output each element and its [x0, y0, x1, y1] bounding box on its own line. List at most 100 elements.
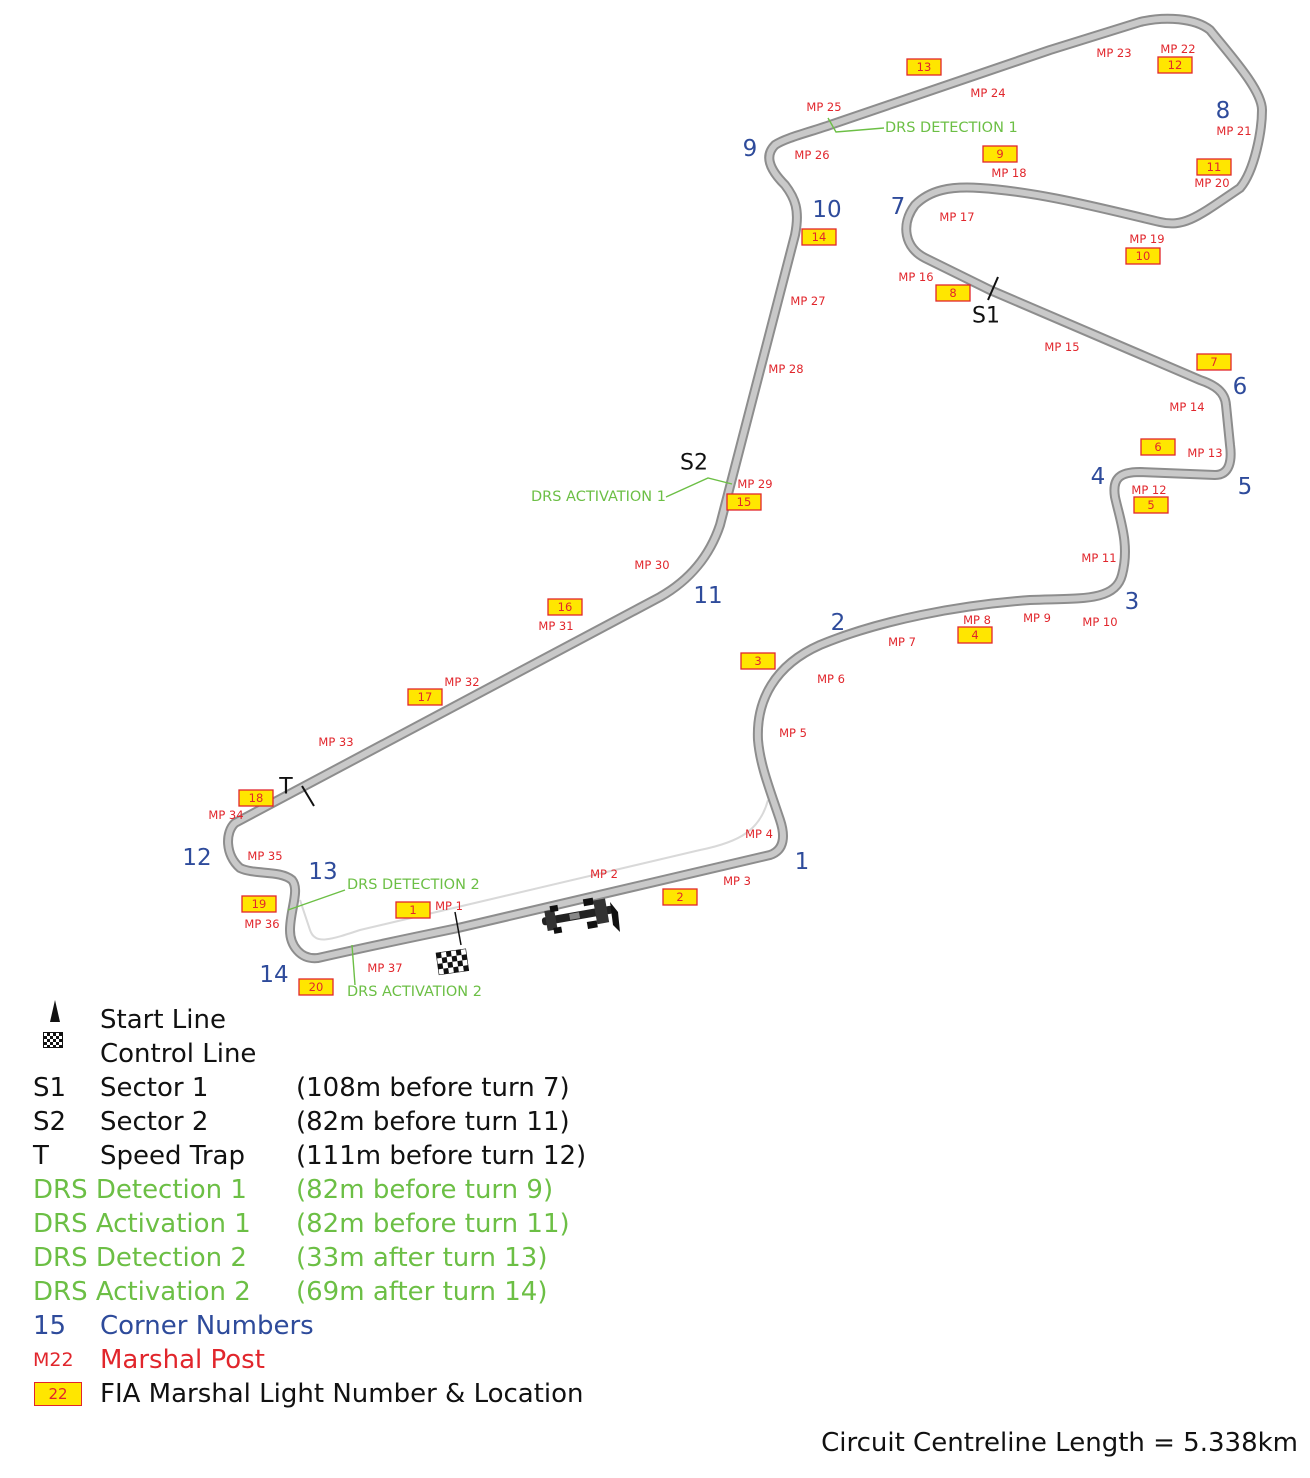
legend-row: T Speed Trap (111m before turn 12) [0, 1140, 1310, 1172]
marshal-light-number: 20 [309, 980, 324, 994]
legend-symbol: T [33, 1141, 49, 1171]
marshal-light-number: 16 [558, 600, 573, 614]
marshal-post-label: MP 28 [768, 362, 803, 376]
marshal-light-number: 18 [249, 791, 264, 805]
marshal-light-box: 8 [935, 284, 971, 302]
sector-label: S1 [972, 304, 1000, 329]
legend-symbol: S1 [33, 1073, 67, 1103]
legend-label: Corner Numbers [100, 1311, 314, 1341]
marshal-post-label: MP 14 [1169, 400, 1204, 414]
marshal-light-number: 5 [1147, 498, 1154, 512]
legend-description: (82m before turn 11) [296, 1107, 570, 1137]
marshal-light-box: 2 [662, 888, 698, 906]
start-line-icon [610, 902, 620, 932]
drs-detection-1-line [827, 117, 885, 133]
drs-label: DRS ACTIVATION 1 [531, 489, 666, 505]
drs-label: DRS DETECTION 2 [347, 877, 480, 893]
marshal-post-label: MP 25 [806, 100, 841, 114]
control-line [454, 911, 462, 946]
corner-number: 6 [1233, 374, 1248, 400]
marshal-light-box: 7 [1196, 353, 1232, 371]
marshal-post-label: MP 29 [737, 477, 772, 491]
marshal-post-label: MP 17 [939, 210, 974, 224]
marshal-post-label: MP 6 [817, 672, 845, 686]
corner-number: 11 [693, 583, 722, 609]
marshal-light-box: 11 [1196, 158, 1232, 176]
legend-row: M22 Marshal Post [0, 1344, 1310, 1376]
marshal-post-label: MP 24 [970, 86, 1005, 100]
marshal-light-box: 17 [407, 688, 443, 706]
legend-symbol: DRS Activation 2 [33, 1277, 251, 1307]
legend-label: Sector 1 [100, 1073, 209, 1103]
legend-description: (82m before turn 9) [296, 1175, 554, 1205]
marshal-light-box: 15 [726, 493, 762, 511]
marshal-light-box: 10 [1125, 247, 1161, 265]
corner-number: 1 [795, 849, 810, 875]
corner-number: 7 [891, 194, 906, 220]
legend-row: DRS Detection 1(82m before turn 9) [0, 1174, 1310, 1206]
marshal-light-number: 13 [917, 60, 932, 74]
marshal-light-box: 20 [298, 978, 334, 996]
legend-description: (111m before turn 12) [296, 1141, 587, 1171]
legend-symbol: DRS Activation 1 [33, 1209, 251, 1239]
marshal-light-number: 4 [971, 628, 978, 642]
legend-label: Speed Trap [100, 1141, 245, 1171]
marshal-light-number: 6 [1154, 440, 1161, 454]
marshal-post-label: MP 7 [888, 635, 916, 649]
legend-description: (82m before turn 11) [296, 1209, 570, 1239]
corner-number: 10 [812, 197, 841, 223]
marshal-light-box: 3 [740, 652, 776, 670]
marshal-post-label: MP 31 [538, 619, 573, 633]
legend-label: Marshal Post [100, 1345, 265, 1375]
marshal-light-number: 9 [996, 147, 1003, 161]
legend-symbol: 15 [33, 1311, 67, 1341]
marshal-light-number: 7 [1210, 355, 1217, 369]
marshal-light-number: 8 [949, 286, 956, 300]
chequered-flag-icon [43, 1032, 63, 1048]
drs-activation-2-line [351, 944, 356, 986]
marshal-post-label: MP 4 [745, 827, 773, 841]
marshal-light-number: 2 [676, 890, 683, 904]
marshal-post-label: MP 11 [1081, 551, 1116, 565]
sector-1-line [987, 276, 999, 301]
marshal-light-box: 5 [1133, 496, 1169, 514]
marshal-light-box: 18 [238, 789, 274, 807]
corner-number: 5 [1238, 474, 1253, 500]
corner-number: 14 [259, 962, 288, 988]
marshal-post-label: MP 10 [1082, 615, 1117, 629]
corner-number: 12 [182, 845, 211, 871]
legend-row: DRS Activation 1 (82m before turn 11) [0, 1208, 1310, 1240]
corner-number: 13 [308, 859, 337, 885]
marshal-post-label: MP 12 [1131, 483, 1166, 497]
marshal-light-box: 1 [395, 901, 431, 919]
legend-row: 15 Corner Numbers [0, 1310, 1310, 1342]
marshal-post-label: MP 36 [244, 917, 279, 931]
sector-label: T [278, 775, 293, 800]
legend-light-box: 22 [34, 1382, 82, 1406]
marshal-light-number: 17 [418, 690, 433, 704]
marshal-light-box: 6 [1140, 438, 1176, 456]
marshal-post-label: MP 21 [1216, 124, 1251, 138]
legend-row: Control Line [0, 1032, 1310, 1070]
marshal-post-label: MP 22 [1160, 42, 1195, 56]
marshal-post-label: MP 1 [435, 899, 463, 913]
sector-label: S2 [680, 451, 708, 476]
corner-number: 9 [743, 136, 758, 162]
marshal-post-label: MP 32 [444, 675, 479, 689]
legend-label: Control Line [100, 1039, 257, 1069]
circuit-length: Circuit Centreline Length = 5.338km [821, 1428, 1298, 1458]
track-surface [225, 15, 1265, 962]
legend-row: DRS Detection 2(33m after turn 13) [0, 1242, 1310, 1274]
marshal-light-box: 13 [906, 58, 942, 76]
marshal-post-label: MP 34 [208, 808, 243, 822]
legend-symbol: M22 [33, 1349, 74, 1371]
marshal-light-box: 14 [801, 228, 837, 246]
marshal-post-label: MP 30 [634, 558, 669, 572]
marshal-light-number: 12 [1168, 58, 1183, 72]
speed-trap-line [301, 785, 315, 807]
